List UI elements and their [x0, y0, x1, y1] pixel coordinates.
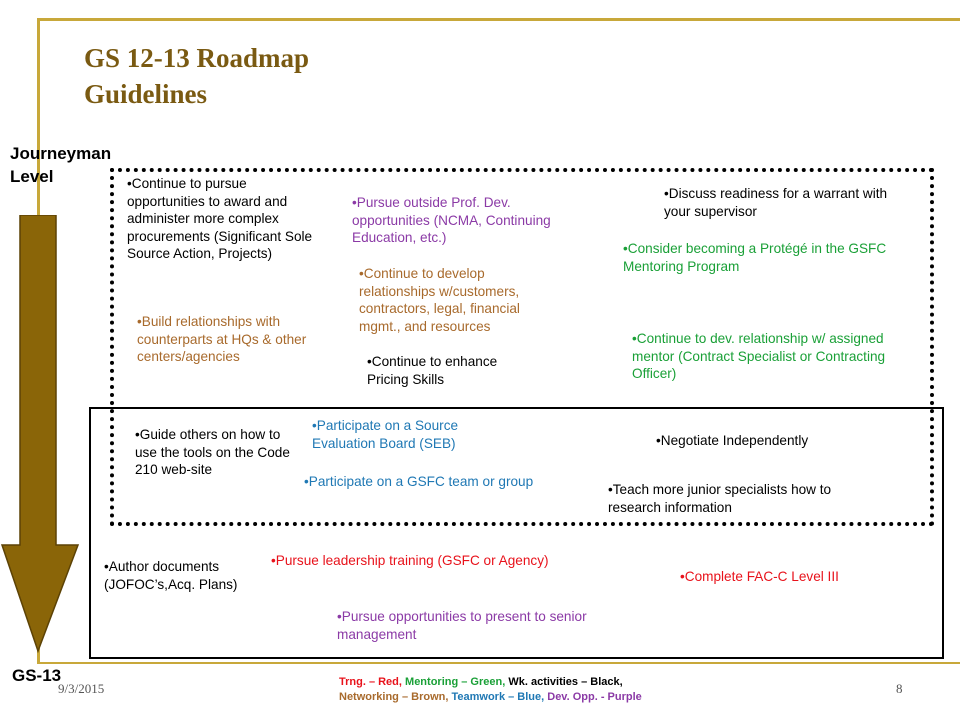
down-arrow-icon	[0, 215, 80, 654]
item-leadership-training: •Pursue leadership training (GSFC or Age…	[271, 553, 549, 568]
legend-dev-opp: Dev. Opp. - Purple	[547, 691, 642, 703]
legend-line-1: Trng. – Red, Mentoring – Green, Wk. acti…	[339, 675, 642, 690]
legend-work-activities: Wk. activities – Black,	[508, 676, 623, 688]
page-number: 8	[896, 681, 903, 696]
item-protege: •Consider becoming a Protégé in the GSFC…	[623, 241, 887, 274]
item-develop-relationships: •Continue to develop relationships w/cus…	[359, 266, 520, 334]
legend-networking: Networking – Brown,	[339, 691, 449, 703]
legend-line-2: Networking – Brown, Teamwork – Blue, Dev…	[339, 690, 642, 705]
legend-training: Trng. – Red,	[339, 676, 402, 688]
item-fac-c: •Complete FAC-C Level III	[680, 569, 839, 584]
legend-mentoring: Mentoring – Green,	[405, 676, 506, 688]
gold-top-rule	[37, 18, 960, 21]
item-pricing-skills: •Continue to enhance Pricing Skills	[367, 354, 498, 387]
footer-date: 9/3/2015	[58, 681, 105, 696]
level-label-line-1: Journeyman	[10, 144, 112, 163]
legend-teamwork: Teamwork – Blue,	[451, 691, 545, 703]
item-negotiate: •Negotiate Independently	[656, 433, 809, 448]
color-legend: Trng. – Red, Mentoring – Green, Wk. acti…	[339, 675, 642, 705]
item-gsfc-team: •Participate on a GSFC team or group	[304, 474, 534, 489]
item-teach-juniors: •Teach more junior specialists how to re…	[608, 482, 832, 515]
item-present-senior: •Pursue opportunities to present to seni…	[337, 609, 587, 642]
item-mentor-relationship: •Continue to dev. relationship w/ assign…	[632, 331, 886, 381]
item-award-procurements: •Continue to pursue opportunities to awa…	[127, 176, 313, 261]
journeyman-level-label: Journeyman Level	[10, 142, 111, 188]
item-build-relationships: •Build relationships with counterparts a…	[137, 314, 307, 364]
title-line-1: GS 12-13 Roadmap	[84, 43, 310, 73]
item-outside-prof-dev: •Pursue outside Prof. Dev. opportunities…	[352, 195, 551, 245]
item-seb: •Participate on a Source Evaluation Boar…	[312, 418, 459, 451]
gold-bottom-rule	[37, 662, 960, 664]
gs13-label: GS-13	[12, 666, 62, 685]
title-line-2: Guidelines	[84, 79, 208, 109]
dotted-region-box	[110, 168, 934, 526]
level-label-line-2: Level	[10, 167, 54, 186]
page-title: GS 12-13 Roadmap Guidelines	[84, 40, 309, 112]
item-warrant-readiness: •Discuss readiness for a warrant with yo…	[664, 186, 888, 219]
item-guide-others: •Guide others on how to use the tools on…	[135, 427, 290, 477]
solid-region-box	[89, 407, 944, 659]
item-author-docs: •Author documents (JOFOC’s,Acq. Plans)	[104, 559, 238, 592]
